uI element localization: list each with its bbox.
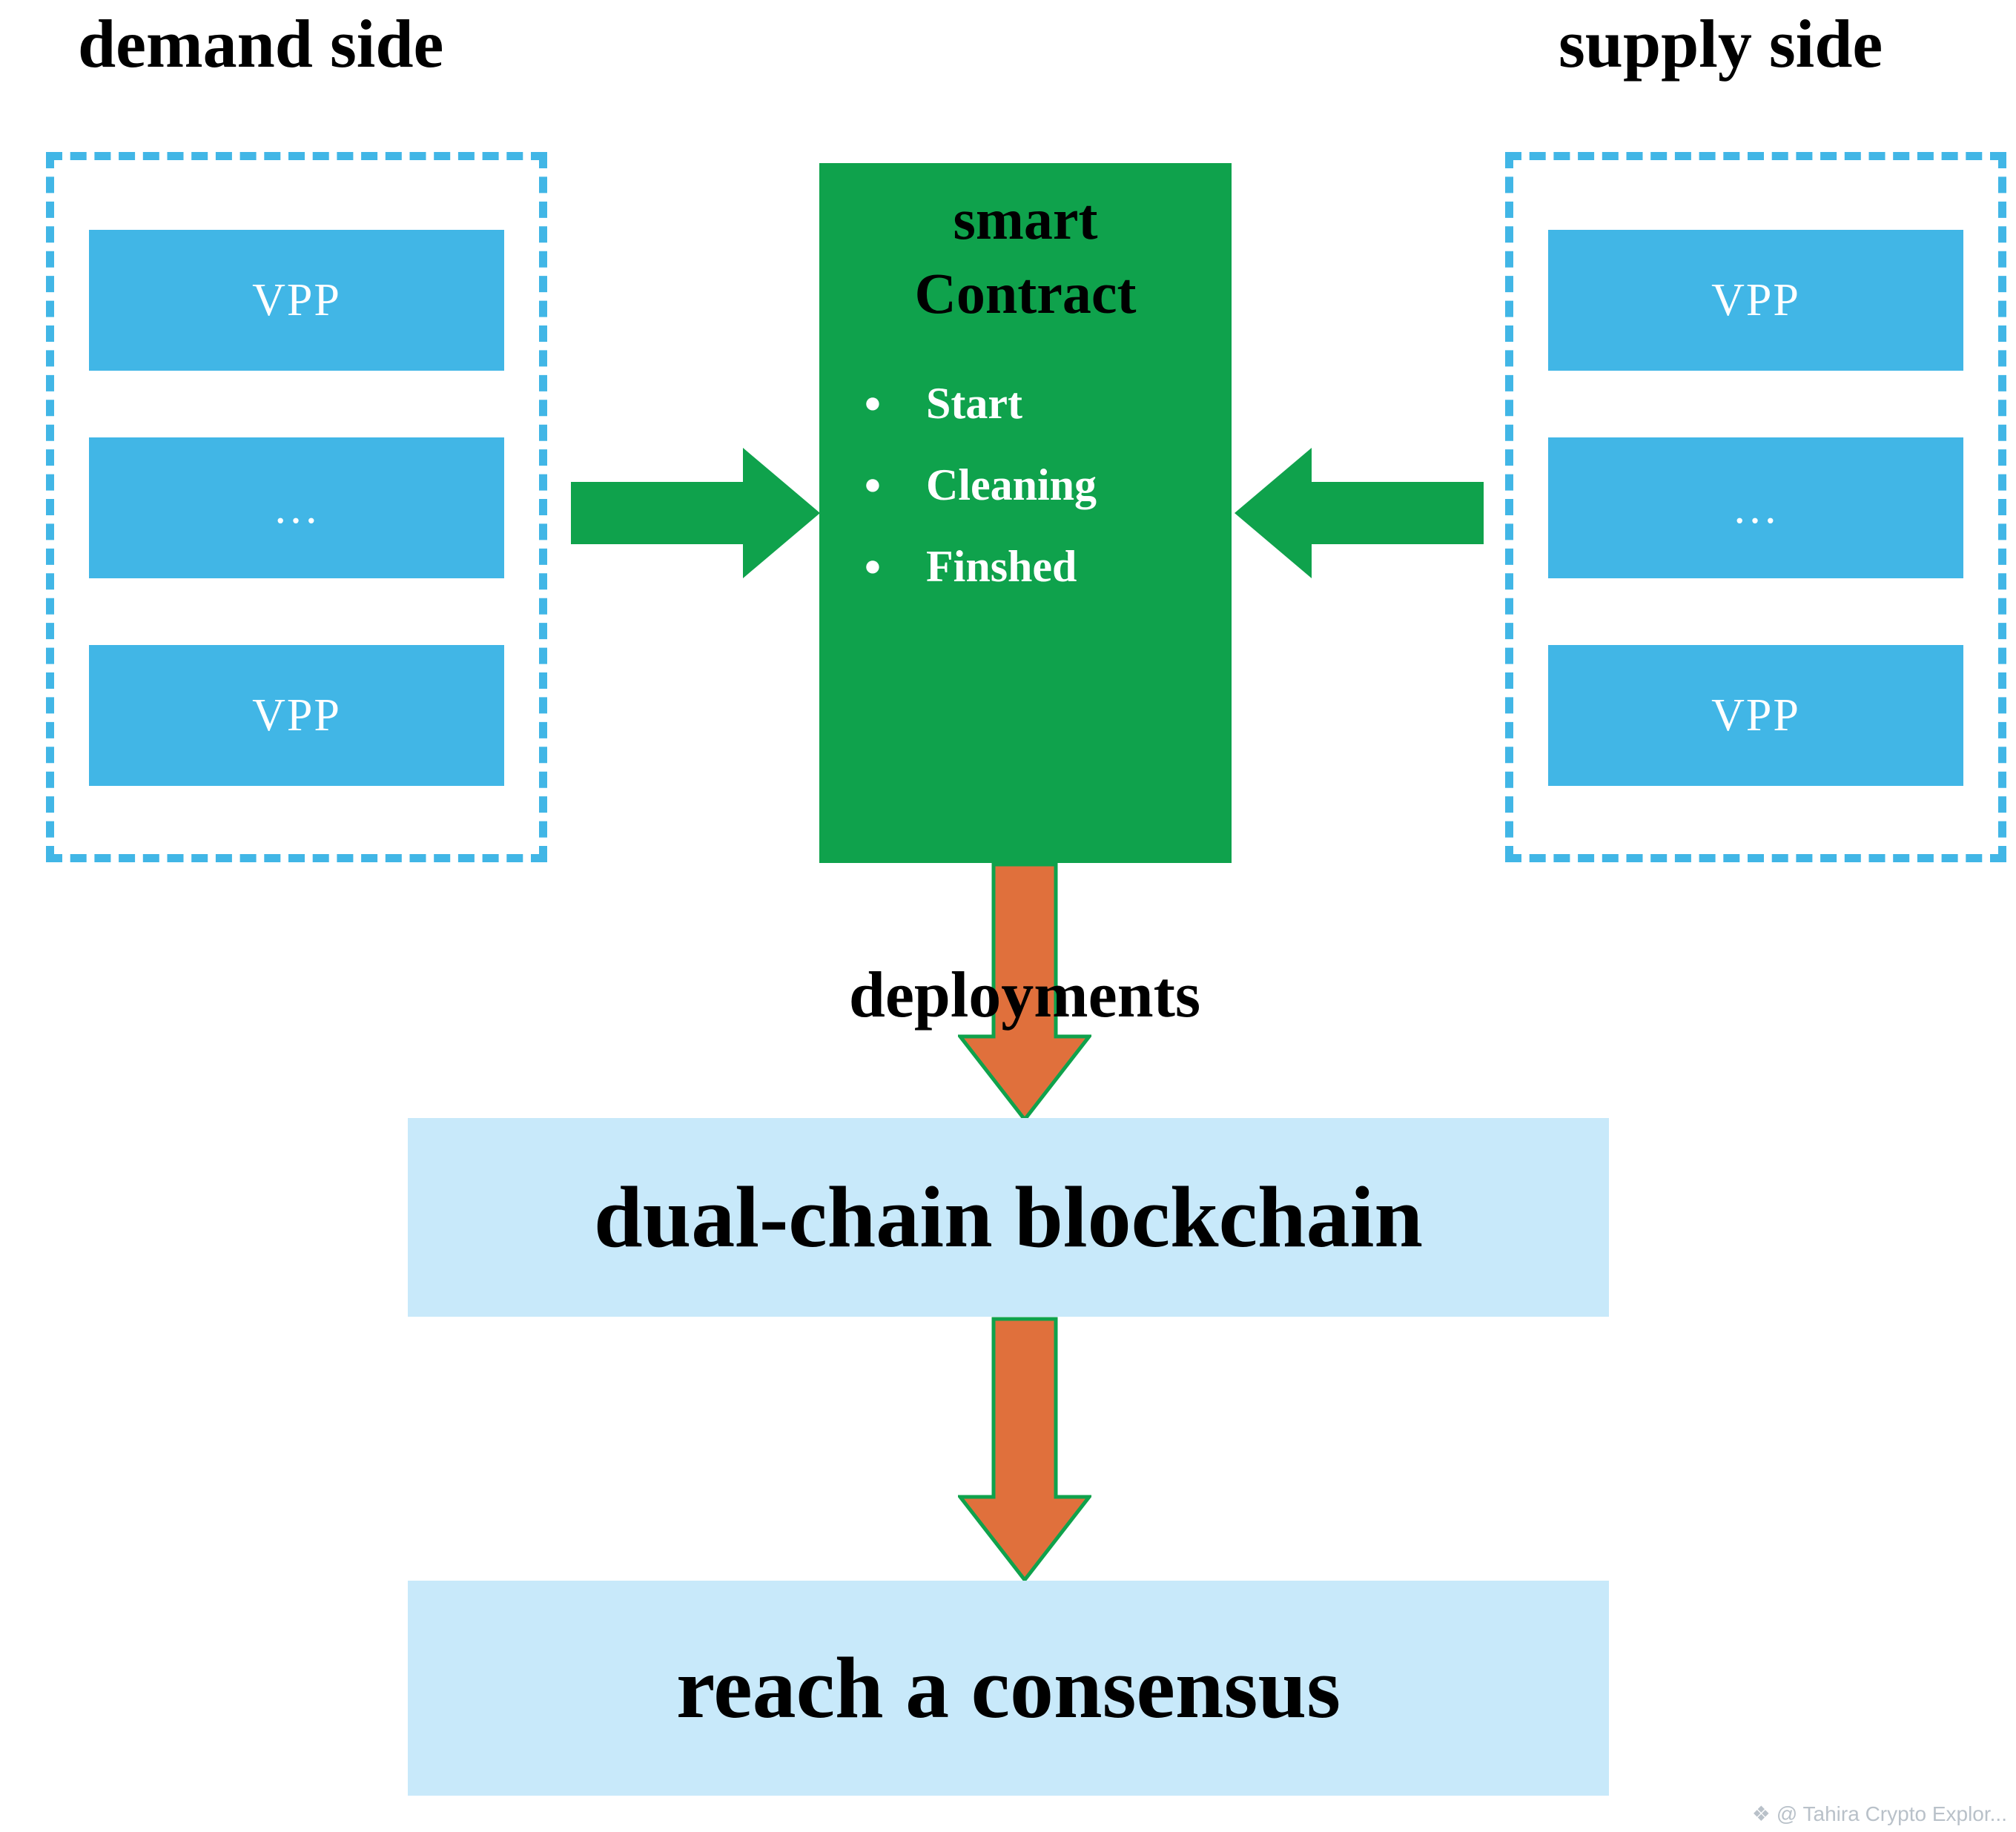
reach-a-consensus-box: reach a consensus — [408, 1581, 1609, 1796]
bullet-icon: • — [864, 540, 882, 593]
watermark-text: @ Tahira Crypto Explor... — [1776, 1802, 2007, 1825]
blockchain-to-consensus-arrow-icon — [958, 1317, 1091, 1582]
demand-vpp-ellipsis: … — [89, 437, 504, 578]
bullet-icon: • — [864, 377, 882, 430]
demand-side-title: demand side — [78, 6, 444, 82]
contract-to-blockchain-arrow-icon — [958, 862, 1091, 1122]
supply-vpp-1: VPP — [1548, 230, 1963, 371]
contract-state-cleaning: • Cleaning — [850, 458, 1232, 513]
demand-vpp-1: VPP — [89, 230, 504, 371]
watermark-logo-icon: ❖ — [1751, 1802, 1771, 1825]
contract-state-start: • Start — [850, 377, 1232, 431]
supply-vpp-ellipsis: … — [1548, 437, 1963, 578]
supply-side-group: VPP … VPP — [1505, 152, 2006, 862]
supply-side-title: supply side — [1559, 6, 1883, 82]
contract-state-label: Cleaning — [926, 460, 1097, 510]
supply-vpp-2: VPP — [1548, 645, 1963, 786]
deployments-label: deployments — [848, 959, 1201, 1031]
demand-vpp-2: VPP — [89, 645, 504, 786]
contract-state-finshed: • Finshed — [850, 540, 1232, 595]
smart-contract-title-line1: smart — [953, 187, 1098, 251]
contract-states-list: • Start • Cleaning • Finshed — [819, 377, 1232, 595]
watermark: ❖@ Tahira Crypto Explor... — [1752, 1802, 2007, 1826]
bullet-icon: • — [864, 458, 882, 512]
demand-to-contract-arrow-icon — [571, 448, 820, 578]
smart-contract-box: smart Contract • Start • Cleaning • Fins… — [819, 163, 1232, 863]
contract-state-label: Finshed — [926, 542, 1077, 592]
dual-chain-blockchain-box: dual-chain blockchain — [408, 1118, 1609, 1317]
smart-contract-title-line2: Contract — [914, 260, 1137, 325]
smart-contract-title: smart Contract — [819, 163, 1232, 331]
supply-to-contract-arrow-icon — [1235, 448, 1484, 578]
demand-side-group: VPP … VPP — [46, 152, 547, 862]
contract-state-label: Start — [926, 379, 1022, 429]
